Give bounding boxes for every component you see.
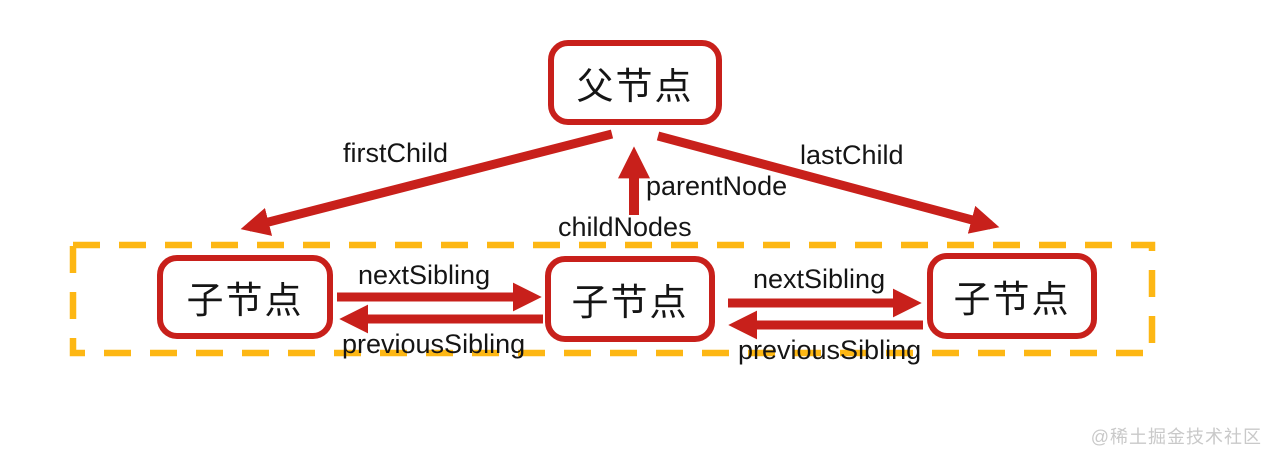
previoussibling-label-1: previousSibling	[342, 329, 526, 359]
parent-node-box: 父节点	[548, 40, 722, 125]
parent-node-label: 父节点	[576, 65, 694, 107]
firstchild-arrow	[240, 129, 614, 236]
childnodes-label: childNodes	[558, 212, 692, 242]
child-node-box-2: 子节点	[545, 256, 715, 342]
nextsibling-label-1: nextSibling	[358, 260, 491, 290]
parentnode-label: parentNode	[646, 171, 788, 201]
firstchild-label: firstChild	[343, 138, 449, 168]
nextsibling-label-2: nextSibling	[753, 264, 886, 294]
child-node-box-3: 子节点	[927, 253, 1097, 339]
child-node-box-1: 子节点	[157, 255, 333, 339]
watermark: @稀土掘金技术社区	[1090, 427, 1262, 447]
children-group-dashed-border	[69, 241, 1156, 357]
child-node-label-1: 子节点	[186, 280, 304, 321]
child-node-label-3: 子节点	[953, 279, 1071, 320]
child-node-label-2: 子节点	[571, 282, 689, 323]
previoussibling-label-2: previousSibling	[738, 335, 922, 365]
lastchild-arrow	[656, 131, 1000, 234]
lastchild-label: lastChild	[800, 140, 904, 170]
